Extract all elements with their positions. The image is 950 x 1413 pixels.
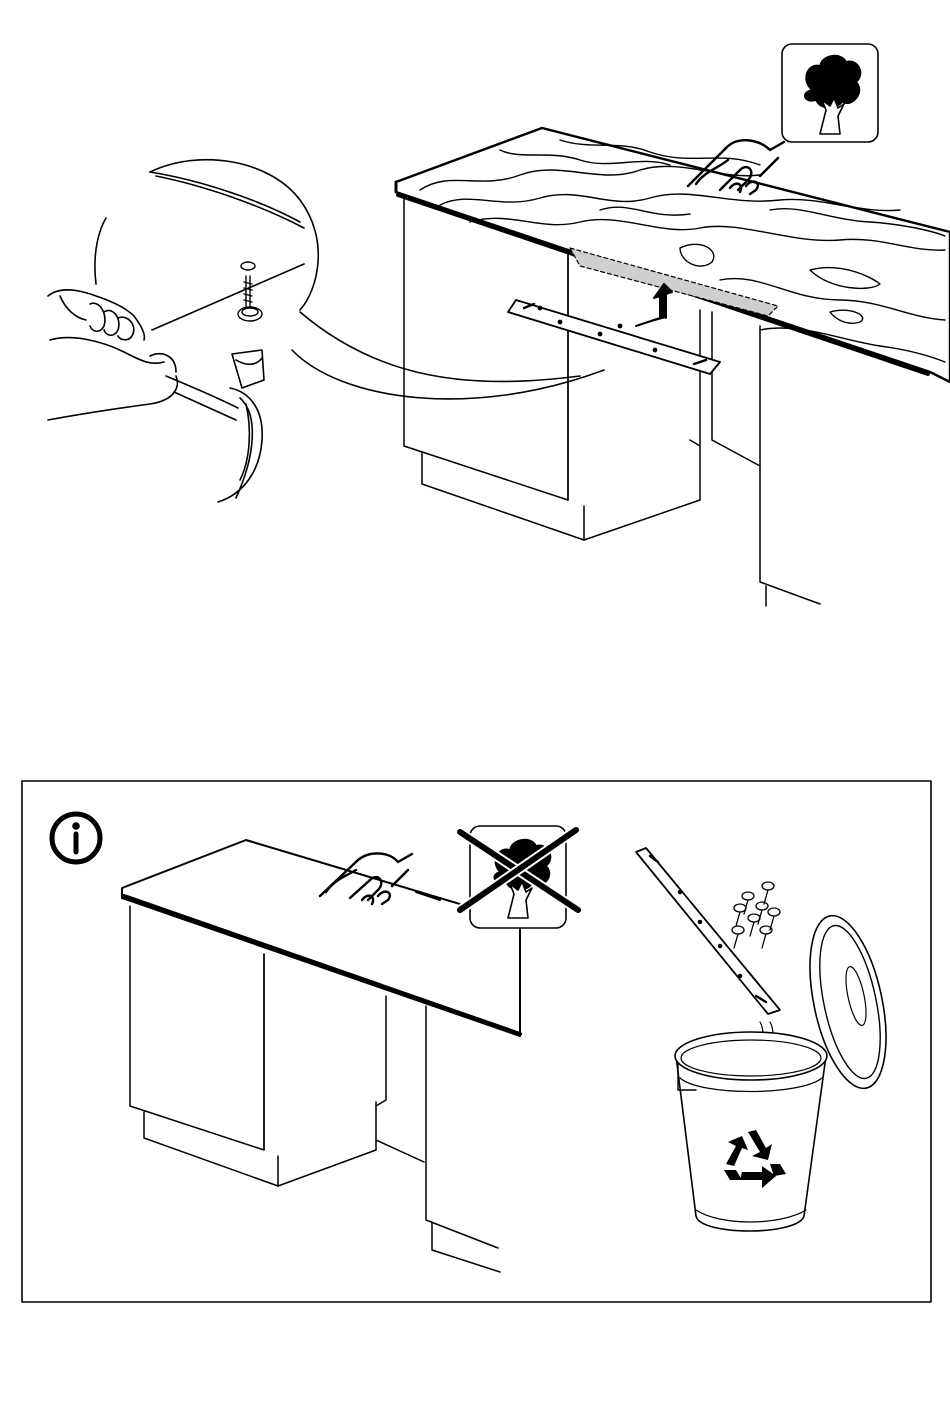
step-top (48, 44, 950, 606)
hammer-icon (48, 290, 264, 502)
wood-countertop (396, 128, 950, 382)
info-panel (22, 781, 931, 1302)
mounting-bracket (508, 300, 720, 374)
wood-tree-icon (782, 44, 878, 142)
no-wood-crossed-icon (460, 826, 578, 928)
up-arrow-icon (636, 284, 672, 326)
